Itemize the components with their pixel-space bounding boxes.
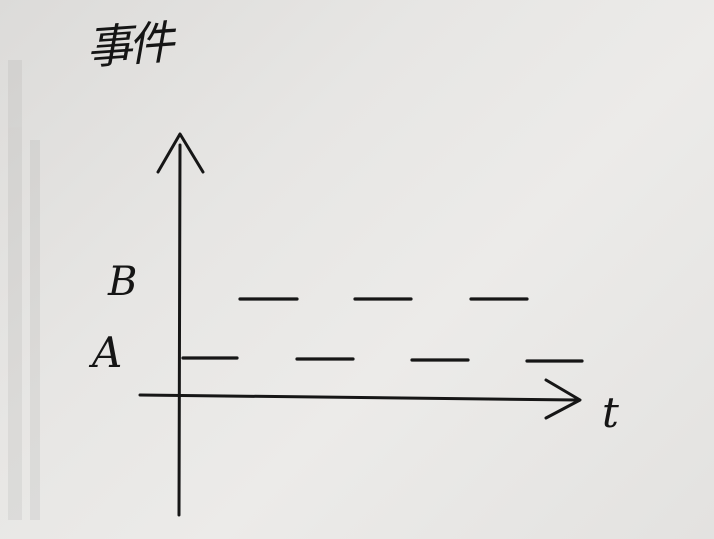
y-axis-title: 事件 [84, 15, 172, 75]
level-b-label: B [108, 259, 138, 305]
y-axis-arrowhead [156, 132, 205, 174]
level-a-label: A [92, 328, 123, 377]
x-axis-line [138, 393, 580, 402]
x-axis-arrowhead [544, 378, 582, 420]
paper-bleed-through [8, 60, 40, 520]
x-axis-label: t [602, 388, 619, 437]
y-axis-line [177, 143, 182, 517]
